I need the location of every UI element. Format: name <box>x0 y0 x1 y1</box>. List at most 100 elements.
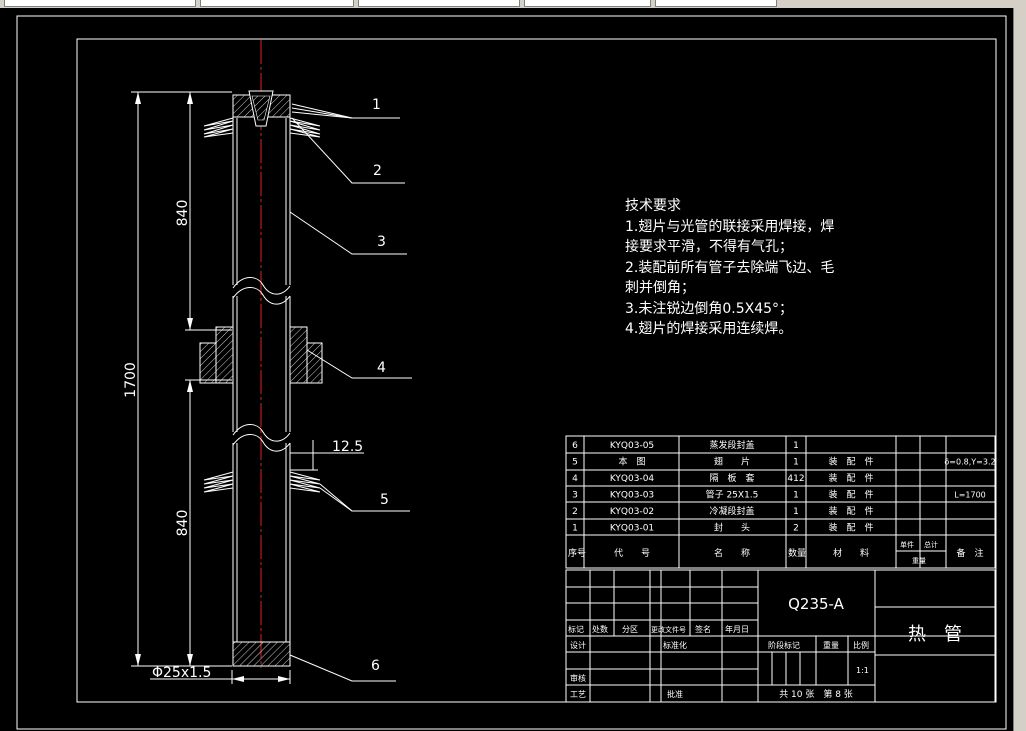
toolbar-combo[interactable] <box>200 0 354 7</box>
tb-label-change-doc: 更改文件号 <box>651 625 686 634</box>
dim-bottom-length: 840 <box>175 510 191 537</box>
toolbar-combo[interactable] <box>4 0 196 7</box>
fin-group-top <box>203 117 321 138</box>
bom-rows: 6 KYQ03-05 蒸发段封盖 1 5 本 图 翅 片 1 装 配 件 δ=0.8,Y=3.2 4… <box>572 439 995 534</box>
bom-cell-name: 管子 25X1.5 <box>706 489 759 501</box>
tb-label-mark: 标记 <box>568 624 584 634</box>
bom-cell-code: KYQ03-01 <box>610 524 654 534</box>
bom-cell-no: 4 <box>572 474 578 484</box>
bom-cell-code: KYQ03-05 <box>610 441 654 451</box>
tb-sheet-count: 共 10 张 第 8 张 <box>779 688 853 700</box>
bom-header-single: 单件 <box>900 540 914 549</box>
baffle-sleeve <box>199 326 323 384</box>
sheet-inner-border <box>76 38 997 703</box>
toolbar-combo[interactable] <box>524 0 651 7</box>
tech-line: 4.翅片的焊接采用连续焊。 <box>625 321 793 337</box>
tb-role-process: 工艺 <box>570 690 586 699</box>
tb-label-date: 年月日 <box>725 624 749 634</box>
tech-line: 2.装配前所有管子去除端飞边、毛 <box>625 259 835 276</box>
tb-label-zone: 分区 <box>622 625 638 634</box>
tb-stage-mark: 阶段标记 <box>768 640 800 650</box>
bom-cell-name: 封 头 <box>714 522 750 534</box>
bom-cell-code: KYQ03-03 <box>610 491 654 501</box>
bom-header-name: 名 称 <box>714 547 750 559</box>
bom-cell-name: 蒸发段封盖 <box>709 439 754 451</box>
vertical-scrollbar[interactable] <box>1013 8 1026 731</box>
sheet-outer-border <box>16 15 1007 730</box>
dim-tube-size: Φ25x1.5 <box>152 665 211 681</box>
bom-cell-name: 冷凝段封盖 <box>709 505 754 517</box>
bom-cell-material: 装 配 件 <box>828 489 873 501</box>
tech-line: 1.翅片与光管的联接采用焊接，焊 <box>625 218 835 235</box>
bom-cell-no: 2 <box>572 507 578 517</box>
technical-requirements: 技术要求 1.翅片与光管的联接采用焊接，焊 接要求平滑，不得有气孔； 2.装配前… <box>625 196 834 340</box>
bom-cell-material: 装 配 件 <box>828 456 873 468</box>
tb-role-design: 设计 <box>570 640 586 650</box>
leader-label-1: 1 <box>372 97 381 113</box>
tb-scale: 比例 <box>853 640 869 650</box>
tb-role-standard: 标准化 <box>663 640 687 650</box>
bom-cell-qty: 2 <box>793 524 799 534</box>
tb-scale-value: 1:1 <box>856 666 869 675</box>
fin-group-bottom <box>203 471 321 493</box>
leader-lines <box>289 103 412 682</box>
dim-fin-height: 12.5 <box>332 439 363 455</box>
condenser-end-cap <box>232 90 291 127</box>
tb-role-review: 审核 <box>570 673 586 683</box>
window-toolbar-strip <box>0 0 1026 8</box>
tech-title: 技术要求 <box>625 198 681 214</box>
tb-label-sign: 签名 <box>695 624 711 634</box>
bom-cell-material: 装 配 件 <box>828 472 873 484</box>
bom-cell-name: 隔 板 套 <box>709 472 754 484</box>
bom-cell-qty: 1 <box>793 441 799 451</box>
bom-cell-no: 6 <box>572 441 578 451</box>
bom-header-weight: 重量 <box>912 557 926 565</box>
tech-line: 刺并倒角； <box>625 280 695 296</box>
bom-cell-qty: 412 <box>787 474 804 484</box>
evaporator-end-cap <box>232 641 291 667</box>
bom-cell-no: 3 <box>572 491 578 501</box>
tech-line: 接要求平滑，不得有气孔； <box>625 239 793 255</box>
leader-label-6: 6 <box>371 658 380 674</box>
bom-cell-material: 装 配 件 <box>828 505 873 517</box>
heat-pipe-tube <box>232 95 291 666</box>
leader-label-5: 5 <box>380 492 389 508</box>
dim-top-length: 840 <box>175 200 191 227</box>
bom-cell-code: KYQ03-02 <box>610 507 654 517</box>
tb-role-approve: 批准 <box>667 689 683 699</box>
bom-cell-name: 翅 片 <box>714 456 750 468</box>
bom-header-code: 代 号 <box>614 548 650 559</box>
bom-cell-material: 装 配 件 <box>828 522 873 534</box>
bom-cell-qty: 1 <box>793 507 799 517</box>
dimension-lines <box>131 91 364 684</box>
bom-header-qty: 数量 <box>788 547 806 559</box>
bom-header-note: 备 注 <box>956 547 983 559</box>
leader-label-3: 3 <box>377 234 386 250</box>
title-block <box>565 569 996 703</box>
bom-header-no: 序号 <box>568 547 586 559</box>
tb-label-count: 处数 <box>592 624 608 634</box>
bom-cell-note: L=1700 <box>954 491 986 500</box>
bom-cell-no: 5 <box>572 458 578 468</box>
bom-header-total: 总计 <box>924 540 938 549</box>
leader-label-4: 4 <box>377 360 386 376</box>
bom-cell-code: 本 图 <box>618 456 645 468</box>
bom-header: 序号 代 号 名 称 数量 材 料 单件 总计 重量 备 注 <box>568 540 984 565</box>
bom-cell-qty: 1 <box>793 491 799 501</box>
bom-table <box>565 435 996 569</box>
tb-weight: 重量 <box>823 640 839 650</box>
toolbar-combo[interactable] <box>655 0 777 7</box>
title-part-name: 热 管 <box>908 624 962 645</box>
bom-cell-qty: 1 <box>793 458 799 468</box>
dimension-arrows <box>135 92 290 682</box>
dim-total-length: 1700 <box>123 362 139 398</box>
bom-cell-code: KYQ03-04 <box>610 474 655 484</box>
leader-label-2: 2 <box>373 163 382 179</box>
tech-line: 3.未注锐边倒角0.5X45°； <box>625 300 794 317</box>
bom-cell-note: δ=0.8,Y=3.2 <box>944 458 995 467</box>
bom-cell-no: 1 <box>572 524 578 534</box>
bom-header-material: 材 料 <box>833 547 869 559</box>
toolbar-combo[interactable] <box>358 0 520 7</box>
title-material: Q235-A <box>788 595 845 613</box>
